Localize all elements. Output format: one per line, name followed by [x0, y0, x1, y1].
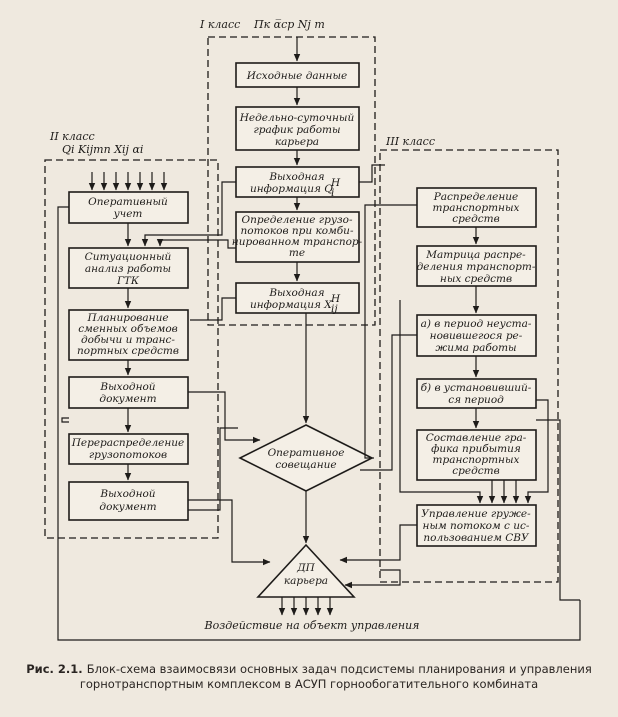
- vehicle-allocation-line-2: транспортных: [433, 202, 520, 214]
- arrival-schedule-line-3: транспортных: [433, 454, 520, 466]
- output-info-q-line-1: Выходная: [268, 171, 324, 183]
- redistribution-line-1: Перераспределение: [71, 437, 185, 449]
- class-3-frame: [379, 149, 559, 583]
- arrival-schedule-box: [416, 429, 537, 481]
- output-info-x-sub: ij: [331, 303, 338, 315]
- unsteady-period-line-3: жима работы: [435, 342, 516, 354]
- allocation-matrix-line-1: Матрица распре-: [425, 249, 526, 261]
- arrival-schedule-line-1: Составление гра-: [426, 432, 527, 444]
- output-document-2-line-1: Выходной: [99, 488, 155, 500]
- shift-planning-line-3: добычи и транс-: [81, 334, 175, 346]
- loaded-flow-line-1: Управление груже-: [421, 508, 531, 520]
- weekly-schedule-line-2: график работы: [253, 124, 340, 136]
- figure-caption: Рис. 2.1. Блок-схема взаимосвязи основны…: [14, 662, 604, 692]
- allocation-matrix-line-3: ных средств: [440, 273, 512, 285]
- class-2-frame: [44, 159, 219, 539]
- shift-planning-box: [68, 309, 189, 361]
- situational-analysis-line-1: Ситуационный: [85, 251, 172, 263]
- class-3-title: III класс: [385, 135, 435, 148]
- cargo-flows-line-3: нированном транспор-: [232, 236, 363, 248]
- output-document-1-box: [68, 376, 189, 409]
- output-info-q-sub: i: [331, 187, 334, 199]
- weekly-schedule-line-1: Недельно-суточный: [239, 112, 355, 124]
- connectors: [57, 37, 581, 641]
- steady-period-line-1: б) в установивший-: [421, 382, 532, 394]
- shift-planning-line-1: Планирование: [86, 312, 168, 324]
- meeting-line-1: Оперативное: [268, 447, 345, 459]
- operational-accounting-line-2: учет: [113, 208, 143, 220]
- unsteady-period-line-2: новившегося ре-: [430, 330, 523, 342]
- impact-label: Воздействие на объект управления: [204, 619, 420, 632]
- dispatch-line-2: карьера: [284, 575, 328, 587]
- loaded-flow-line-3: пользованием СВУ: [423, 532, 530, 544]
- initial-data-box: [235, 62, 360, 88]
- weekly-schedule-line-3: карьера: [275, 136, 319, 148]
- situational-analysis-box: [68, 247, 189, 289]
- arrival-schedule-line-2: фика прибытия: [431, 443, 521, 455]
- operational-accounting-box: [68, 191, 189, 224]
- output-info-q-sup: H: [330, 177, 341, 189]
- allocation-matrix-line-2: деления транспорт-: [417, 261, 536, 273]
- class-1-frame: [207, 36, 376, 326]
- vehicle-allocation-line-1: Распределение: [433, 191, 519, 203]
- output-info-q-line-2: информация Q: [250, 183, 333, 195]
- redistribution-line-2: грузопотоков: [89, 449, 167, 461]
- initial-data-label: Исходные данные: [246, 70, 347, 82]
- output-document-2-line-2: документ: [99, 501, 156, 513]
- shift-planning-line-2: сменных объемов: [78, 323, 178, 335]
- operational-accounting-line-1: Оперативный: [88, 196, 168, 208]
- output-info-x-sup: H: [330, 293, 341, 305]
- cargo-flows-line-2: потоков при комби-: [240, 225, 353, 237]
- cargo-flows-box: [235, 211, 360, 263]
- output-document-1-line-1: Выходной: [99, 381, 155, 393]
- output-info-x-line-2: информация X: [250, 299, 332, 311]
- steady-period-box: [416, 378, 537, 409]
- caption-text: Блок-схема взаимосвязи основных задач по…: [79, 662, 592, 691]
- weekly-schedule-box: [235, 106, 360, 151]
- situational-analysis-line-3: ГТК: [116, 275, 140, 287]
- class-1-title: I класс: [199, 18, 240, 31]
- cargo-flows-line-1: Определение грузо-: [241, 214, 352, 226]
- unsteady-period-line-1: а) в период неуста-: [421, 318, 532, 330]
- dispatch-line-1: ДП: [296, 562, 316, 574]
- arrival-schedule-line-4: средств: [452, 465, 499, 477]
- caption-label: Рис. 2.1.: [26, 662, 83, 676]
- loaded-flow-line-2: ным потоком с ис-: [423, 520, 530, 532]
- class-2-params: Qi Kijmn Xij αi: [62, 143, 143, 156]
- shift-planning-line-4: портных средств: [77, 345, 179, 357]
- situational-analysis-line-2: анализ работы: [85, 263, 171, 275]
- steady-period-line-2: ся период: [448, 394, 504, 406]
- output-document-2-box: [68, 481, 189, 521]
- class-1-params: Пк α̅ср Nj m: [253, 18, 325, 31]
- output-info-x-box: [235, 282, 360, 314]
- vehicle-allocation-line-3: средств: [452, 213, 499, 225]
- output-info-x-line-1: Выходная: [268, 287, 324, 299]
- output-info-q-box: [235, 166, 360, 198]
- meeting-line-2: совещание: [275, 459, 336, 471]
- loaded-flow-control-box: [416, 504, 537, 547]
- output-document-1-line-2: документ: [99, 393, 156, 405]
- cargo-flows-line-4: те: [289, 247, 305, 259]
- class-2-title: II класс: [49, 130, 95, 143]
